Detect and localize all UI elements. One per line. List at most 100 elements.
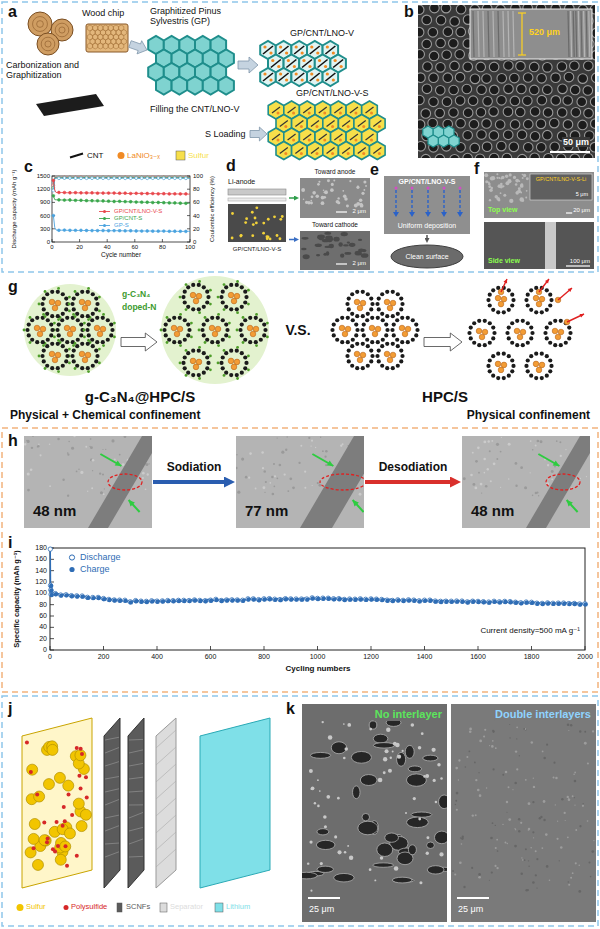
ion-path — [395, 190, 396, 212]
cnt-tube — [279, 46, 289, 54]
sem-grain — [315, 243, 322, 247]
data-marker — [80, 594, 84, 598]
pore — [456, 118, 466, 128]
carbon-atom — [529, 374, 533, 378]
sulfur-dot — [276, 234, 279, 237]
carbon-fiber — [129, 777, 143, 779]
data-marker — [529, 600, 533, 604]
carbon-atom — [396, 344, 400, 348]
sem-grain — [338, 242, 342, 246]
carbon-atom — [57, 333, 61, 337]
sulfur-particle — [37, 331, 43, 337]
nitrogen-dot — [113, 322, 116, 325]
data-marker — [146, 176, 149, 179]
data-marker — [173, 176, 176, 179]
carbon-atom — [472, 321, 476, 325]
carbon-atom — [510, 293, 514, 297]
data-marker — [390, 598, 394, 602]
carbon-atom — [346, 340, 350, 344]
data-marker — [118, 599, 122, 603]
data-marker — [49, 584, 53, 588]
sem-grain — [435, 801, 438, 804]
pore — [583, 153, 593, 158]
carbon-atom — [200, 328, 204, 332]
carbon-atom — [202, 371, 206, 375]
data-marker — [85, 176, 88, 179]
data-marker — [157, 177, 160, 180]
tem-grain — [489, 450, 491, 452]
tem-grain — [560, 455, 562, 457]
tem-grain — [49, 485, 51, 487]
sem-grain — [346, 204, 349, 207]
channel-streak — [508, 11, 509, 57]
sem-grain — [419, 881, 422, 884]
data-marker — [454, 599, 458, 603]
data-marker — [289, 597, 293, 601]
data-marker — [267, 596, 271, 600]
sulfur-particle — [43, 779, 54, 790]
arrow-line — [501, 279, 507, 292]
carbon-atom — [65, 302, 69, 306]
carbon-atom — [380, 344, 384, 348]
honeycomb-cell — [87, 43, 92, 49]
data-marker — [487, 600, 491, 604]
sem-grain — [356, 186, 359, 189]
data-marker — [91, 229, 94, 232]
tem-grain — [298, 462, 300, 464]
data-marker — [305, 597, 309, 601]
tick — [187, 228, 190, 229]
separator-grid — [156, 781, 176, 799]
wood-chip — [86, 24, 128, 52]
polysulfide-dot — [45, 840, 49, 844]
sem-grain — [525, 196, 527, 198]
carbon-atom — [80, 366, 84, 370]
carbon-atom — [216, 340, 220, 344]
pore — [470, 143, 480, 153]
coating — [161, 276, 269, 384]
data-marker — [519, 601, 523, 605]
data-marker — [236, 598, 240, 602]
carbon-atom — [510, 358, 514, 362]
data-marker — [91, 199, 94, 202]
carbon-atom — [35, 316, 39, 320]
pore — [530, 153, 540, 158]
sulfur-particle — [387, 357, 393, 363]
polysulfide-dot — [25, 741, 29, 745]
sem-grain — [498, 184, 502, 188]
honeycomb-cell — [292, 142, 308, 160]
data-marker — [168, 230, 171, 233]
pore — [536, 142, 546, 152]
sem-grain — [344, 252, 351, 255]
carbon-atom — [86, 342, 90, 346]
data-marker — [583, 602, 587, 606]
carbon-atom — [549, 298, 553, 302]
arrow-line — [567, 500, 578, 512]
data-marker — [168, 193, 171, 196]
tem-grain — [475, 460, 478, 463]
data-marker — [151, 230, 154, 233]
carbon-atom — [511, 298, 515, 302]
surface-pit — [423, 755, 438, 761]
carbon-atom — [545, 374, 549, 378]
carbon-atom — [243, 366, 247, 370]
arrow-head — [129, 500, 135, 507]
data-marker — [364, 598, 368, 602]
data-marker — [113, 200, 116, 203]
sem-grain — [485, 180, 488, 183]
data-marker — [85, 191, 88, 194]
data-marker — [139, 600, 143, 604]
carbon-atom — [243, 290, 247, 294]
sem-grain — [337, 201, 340, 204]
carbon-atom — [507, 308, 511, 312]
sem-grain — [488, 183, 491, 186]
data-marker — [208, 598, 212, 602]
carbon-atom — [57, 322, 61, 326]
pore — [482, 74, 492, 84]
channel-streak — [586, 11, 587, 57]
data-marker — [151, 176, 154, 179]
pore — [516, 61, 526, 71]
sem-inset — [470, 9, 592, 59]
data-marker — [556, 601, 560, 605]
surface-pit — [373, 863, 394, 867]
data-marker — [407, 598, 411, 602]
